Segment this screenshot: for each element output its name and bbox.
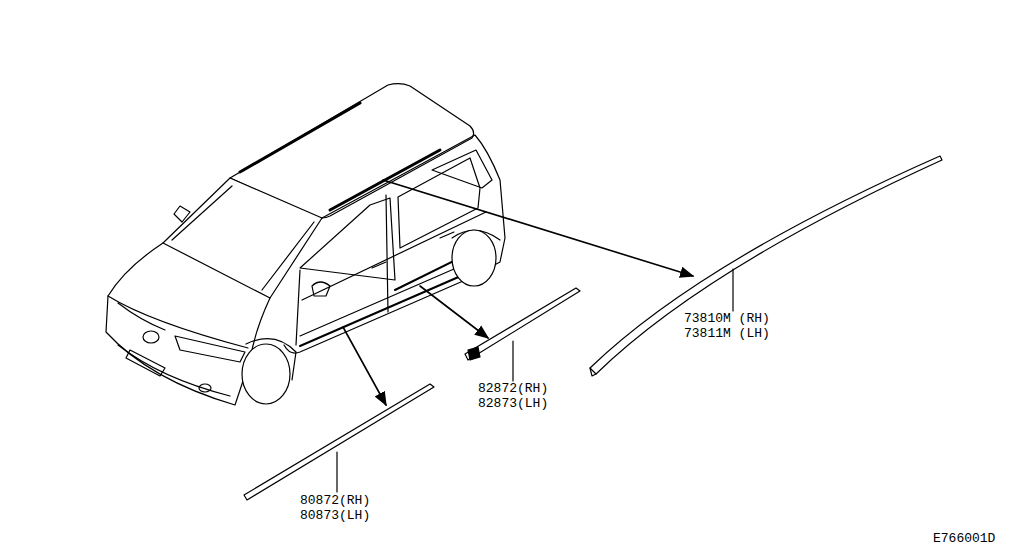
part-number: 82873(LH) (478, 396, 548, 411)
drawing-code: E766001D (933, 531, 995, 546)
part-number: 73811M (LH) (684, 326, 770, 341)
part-number: 80872(RH) (300, 493, 370, 508)
part-number: 80873(LH) (300, 508, 370, 523)
part-number: 82872(RH) (478, 381, 548, 396)
part-number: 73810M (RH) (684, 311, 770, 326)
